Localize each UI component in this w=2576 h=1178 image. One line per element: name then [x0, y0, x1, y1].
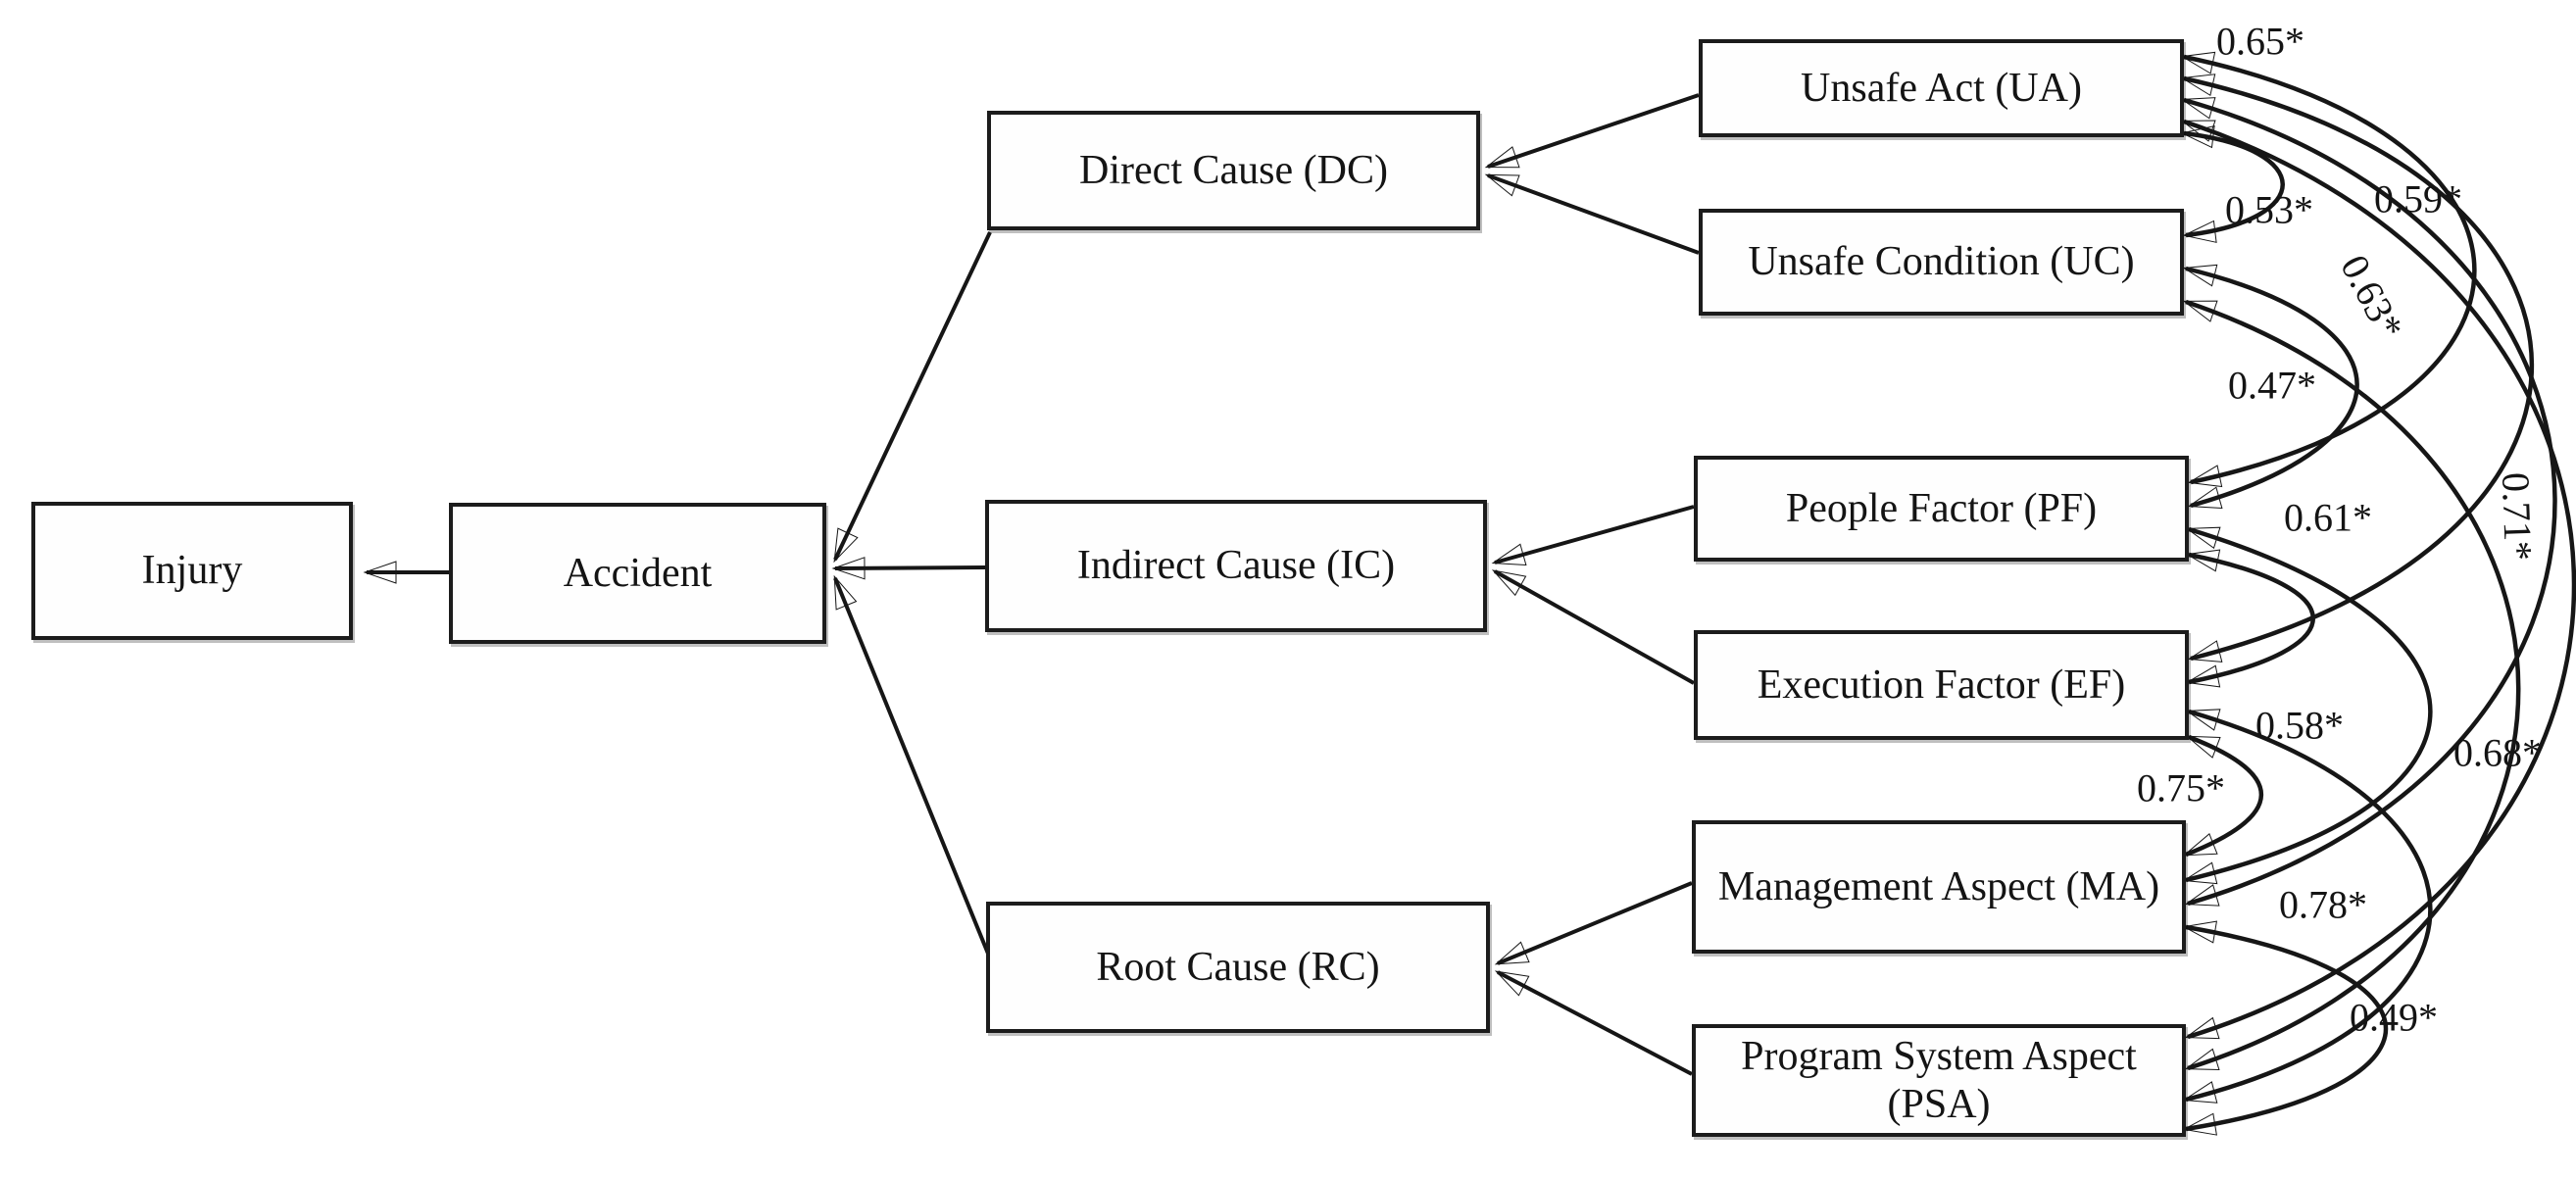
arc-pf-ef — [2185, 549, 2315, 688]
node-management-aspect-label: Management Aspect (MA) — [1717, 863, 2160, 909]
node-people-factor: People Factor (PF) — [1694, 456, 2189, 562]
node-root-cause-label: Root Cause (RC) — [1096, 944, 1380, 990]
corr-label-uc-pf: 0.47* — [2228, 363, 2316, 408]
node-execution-factor-label: Execution Factor (EF) — [1757, 662, 2126, 708]
arc-uc-pf — [2182, 264, 2359, 509]
arc-ua-psa — [2180, 119, 2576, 1040]
node-indirect-cause-label: Indirect Cause (IC) — [1076, 543, 1396, 589]
node-people-factor-label: People Factor (PF) — [1785, 485, 2098, 531]
node-program-system-aspect-label: Program System Aspect (PSA) — [1741, 1034, 2137, 1127]
edge-rc-accident — [833, 574, 990, 955]
arc-ma-psa — [2182, 920, 2389, 1136]
node-unsafe-act: Unsafe Act (UA) — [1699, 39, 2184, 137]
node-root-cause: Root Cause (RC) — [986, 902, 1490, 1033]
arc-pf-ma — [2182, 526, 2433, 885]
arc-uc-psa — [2182, 299, 2521, 1071]
node-direct-cause-label: Direct Cause (DC) — [1079, 147, 1388, 193]
node-accident: Accident — [449, 503, 826, 644]
corr-label-uc-psa: 0.68* — [2453, 730, 2542, 775]
corr-label-ef-psa: 0.78* — [2279, 882, 2367, 927]
edge-uc-dc — [1484, 173, 1700, 255]
arc-ef-psa — [2182, 709, 2433, 1104]
node-management-aspect: Management Aspect (MA) — [1692, 820, 2186, 954]
edge-pf-ic — [1491, 505, 1695, 566]
corr-label-ua-ef: 0.59* — [2374, 176, 2462, 221]
corr-label-ua-psa: 0.71* — [2493, 471, 2542, 562]
arc-ua-ef — [2180, 74, 2534, 663]
edge-psa-rc — [1494, 970, 1693, 1076]
corr-label-ma-psa: 0.49* — [2350, 995, 2438, 1040]
arc-ua-pf — [2180, 51, 2477, 488]
node-injury: Injury — [31, 502, 353, 640]
arc-ua-ma — [2180, 97, 2557, 907]
arc-ua-uc — [2180, 125, 2285, 243]
node-accident-label: Accident — [563, 550, 713, 596]
edge-ma-rc — [1494, 881, 1693, 965]
edge-ef-ic — [1491, 569, 1695, 685]
node-program-system-aspect: Program System Aspect (PSA) — [1692, 1024, 2186, 1137]
edge-ic-accident — [831, 557, 986, 580]
node-execution-factor: Execution Factor (EF) — [1694, 630, 2189, 740]
edge-ua-dc — [1484, 93, 1700, 169]
node-unsafe-condition: Unsafe Condition (UC) — [1699, 209, 2184, 316]
corr-label-ua-uc: 0.53* — [2225, 187, 2313, 232]
corr-label-pf-ma: 0.58* — [2255, 703, 2344, 748]
node-direct-cause: Direct Cause (DC) — [987, 111, 1480, 230]
node-injury-label: Injury — [141, 548, 243, 594]
node-indirect-cause: Indirect Cause (IC) — [985, 500, 1487, 632]
corr-label-pf-ef: 0.61* — [2284, 495, 2372, 540]
corr-label-ua-pf: 0.65* — [2216, 19, 2304, 64]
corr-label-ef-ma: 0.75* — [2137, 765, 2225, 810]
node-unsafe-act-label: Unsafe Act (UA) — [1801, 65, 2082, 111]
edge-dc-accident — [833, 231, 992, 564]
node-unsafe-condition-label: Unsafe Condition (UC) — [1748, 239, 2135, 285]
